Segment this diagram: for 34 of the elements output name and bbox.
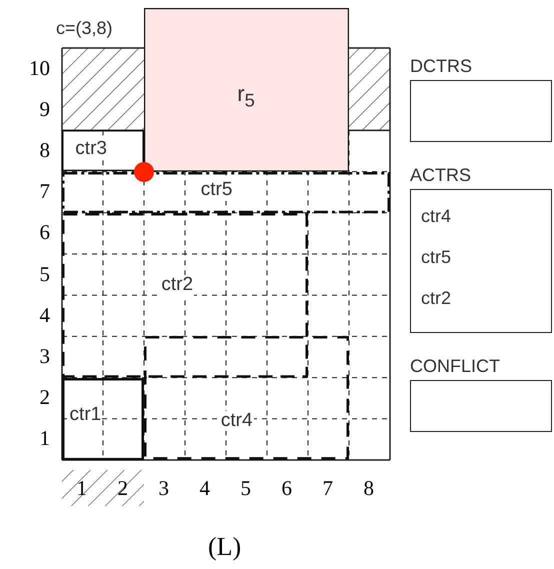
list-item: ctr2 xyxy=(421,288,452,309)
region-label: ctr4 xyxy=(220,410,254,432)
column-number: 7 xyxy=(322,476,333,501)
region-box xyxy=(62,172,390,213)
row-number: 6 xyxy=(40,220,50,246)
column-number: 5 xyxy=(240,476,251,501)
region-box xyxy=(62,130,144,172)
row-number: 7 xyxy=(40,179,50,204)
region-label: ctr2 xyxy=(160,275,194,296)
row-number: 9 xyxy=(40,96,50,122)
column-number: 4 xyxy=(200,476,210,501)
row-number: 4 xyxy=(40,302,50,328)
column-number: 6 xyxy=(282,476,292,501)
list-item: ctr5 xyxy=(421,247,452,268)
region-box xyxy=(144,8,349,172)
region-box xyxy=(62,378,144,460)
panel-heading: ACTRS xyxy=(410,165,472,186)
panel-heading: CONFLICT xyxy=(410,356,500,377)
row-number: 8 xyxy=(40,138,50,163)
row-number: 10 xyxy=(29,56,50,81)
figure-caption: (L) xyxy=(208,532,242,562)
row-number: 5 xyxy=(40,262,50,287)
column-number: 8 xyxy=(364,476,374,501)
region-box xyxy=(62,212,308,378)
column-number: 3 xyxy=(158,476,169,501)
region-label: ctr5 xyxy=(200,180,234,201)
row-number: 1 xyxy=(40,426,50,452)
list-item: ctr4 xyxy=(421,206,452,227)
row-number: 3 xyxy=(40,344,50,369)
column-number: 1 xyxy=(76,476,87,501)
panel-heading: DCTRS xyxy=(410,56,472,77)
coordinate-note: c=(3,8) xyxy=(56,18,113,39)
row-number: 2 xyxy=(40,385,50,410)
region-box xyxy=(144,336,349,460)
